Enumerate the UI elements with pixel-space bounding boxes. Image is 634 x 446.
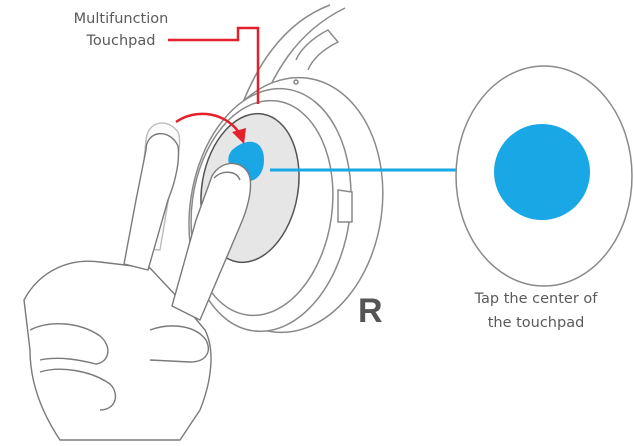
instruction-caption-line2: the touchpad <box>487 315 585 331</box>
center-tap-target <box>494 124 590 220</box>
callout-leader-line <box>168 26 260 104</box>
callout-label-line1: Multifunction <box>73 11 169 27</box>
callout-label-line2: Touchpad <box>86 33 156 49</box>
side-indicator: R <box>358 292 383 330</box>
instruction-caption-line1: Tap the center of <box>474 291 598 307</box>
curved-arrow-icon <box>175 112 246 144</box>
finger-tap-icon <box>23 122 252 441</box>
